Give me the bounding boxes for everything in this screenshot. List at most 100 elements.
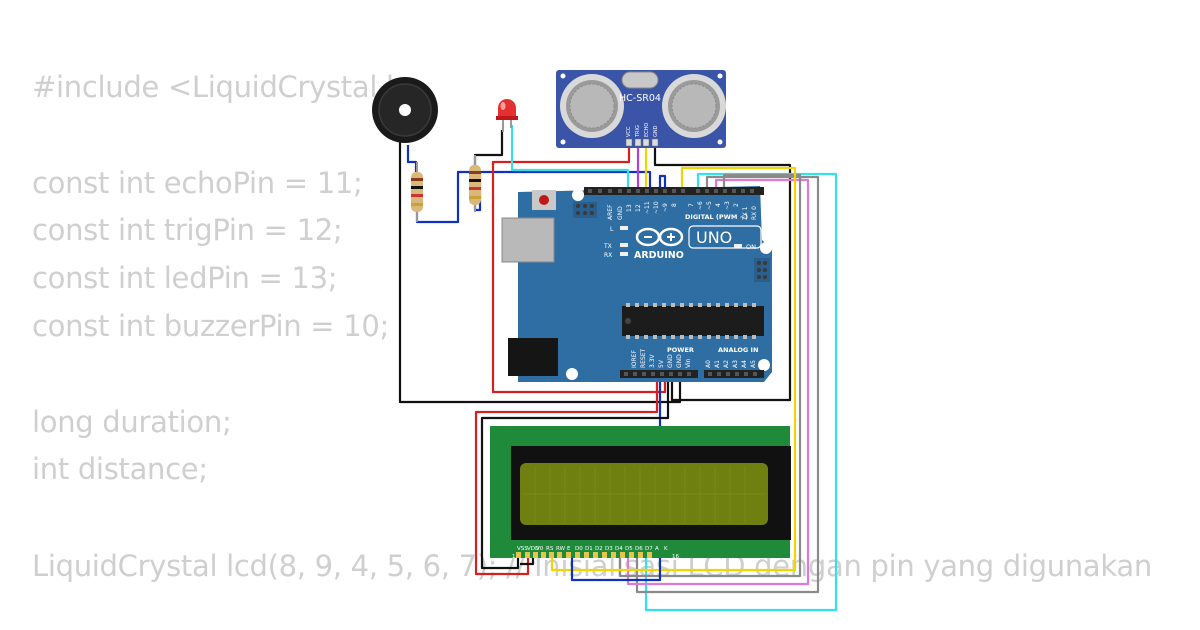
model-badge	[688, 225, 762, 249]
sensor-pin[interactable]	[625, 138, 633, 147]
digital-header-label: DIGITAL (PWM ~)	[685, 213, 748, 221]
power-pin-label: Vin	[685, 358, 692, 368]
sensor-transducer-right	[662, 74, 726, 138]
wire-lcd-d6[interactable]	[635, 175, 820, 594]
lcd-pin-label: VDD	[527, 546, 539, 552]
wire-lcd-vss[interactable]	[480, 378, 670, 570]
status-leds: L TX RX ON	[603, 226, 756, 259]
digital-pin-label: 13	[626, 204, 633, 212]
lcd-pin-label: D5	[625, 546, 633, 552]
digital-pin-label: 7	[688, 203, 695, 207]
lcd-pin-label: A	[655, 546, 659, 552]
lcd-pin-label: K	[664, 546, 668, 552]
power-pin-label: RESET	[640, 348, 647, 368]
sensor-model: HC-SR04	[619, 93, 661, 104]
sensor-pin[interactable]	[634, 138, 642, 147]
mounting-hole	[572, 189, 584, 201]
wire-sensor-gnd[interactable]	[653, 145, 792, 402]
icsp-header-top	[573, 202, 597, 218]
digital-pin-label: ~5	[706, 201, 713, 210]
code-line: int distance;	[32, 452, 208, 486]
arduino-logo	[635, 227, 684, 247]
lcd-pins[interactable]	[516, 552, 652, 558]
code-line: const int ledPin = 13;	[32, 261, 338, 295]
lcd-pin-label: E	[567, 546, 571, 552]
wire-buzzer-resistor[interactable]	[415, 170, 476, 224]
mounting-hole	[566, 368, 578, 380]
wire-lcd-rw[interactable]	[520, 556, 535, 566]
analog-pin-label: A1	[714, 360, 721, 368]
wire-lcd-d4[interactable]	[618, 173, 802, 578]
microcontroller-chip	[622, 303, 764, 339]
arduino-uno[interactable]: AREF GND 13 12 ~11 ~10 ~9 8 7 ~6 ~5 4 ~3…	[501, 186, 772, 382]
lcd-pin-number-last: 16	[672, 554, 679, 560]
resistor-led[interactable]	[469, 155, 481, 212]
sensor-crystal	[621, 71, 659, 89]
wire-lcd-vdd[interactable]	[474, 378, 659, 576]
arduino-brand: ARDUINO	[634, 250, 684, 261]
lcd-pin-label: VSS	[517, 546, 528, 552]
lcd-pin-label: D7	[645, 546, 653, 552]
lcd-pin-label: D0	[575, 546, 583, 552]
led-red[interactable]	[496, 99, 518, 132]
power-jack	[508, 338, 558, 376]
analog-pin-label: A0	[705, 360, 712, 368]
digital-pin-label: 4	[715, 203, 722, 207]
svg-text:ON: ON	[746, 243, 756, 251]
analog-pin-label: A2	[723, 360, 730, 368]
wire-lcd-d7[interactable]	[644, 172, 838, 612]
svg-text:TX: TX	[603, 243, 612, 250]
code-line: const int trigPin = 12;	[32, 213, 343, 247]
lcd-pin-number-first: 1	[512, 554, 516, 560]
sensor-pin-label: GND	[653, 125, 659, 137]
analog-header-label: ANALOG IN	[718, 346, 758, 354]
analog-pin-label: A5	[750, 360, 757, 368]
digital-pin-label: ~10	[653, 201, 660, 214]
digital-pin-label: ~6	[697, 201, 704, 210]
lcd-pin-label: D3	[605, 546, 613, 552]
wire-led-resistor[interactable]	[473, 130, 504, 165]
resistor-buzzer[interactable]	[411, 162, 423, 222]
code-line: const int buzzerPin = 10;	[32, 309, 389, 343]
power-pin-label: GND	[667, 354, 674, 368]
sensor-transducer-left	[560, 74, 624, 138]
wire-sensor-cyan[interactable]	[510, 125, 630, 187]
mounting-hole	[760, 242, 772, 254]
sensor-pin-label: ECHO	[644, 123, 650, 137]
code-line: long duration;	[32, 405, 232, 439]
buzzer[interactable]	[372, 77, 438, 143]
analog-header	[704, 370, 764, 378]
digital-pin-label: RX 0	[751, 206, 758, 220]
digital-pin-label: ~9	[662, 203, 669, 212]
lcd-pin-label: D6	[635, 546, 643, 552]
icsp-header-right	[754, 258, 770, 282]
sensor-pin-label: TRIG	[635, 125, 641, 138]
lcd-module[interactable]: VSS VDD V0 RS RW E D0 D1 D2 D3 D4 D5 D6 …	[490, 426, 791, 560]
svg-text:RX: RX	[604, 252, 612, 259]
power-pin-label: 3.3V	[649, 353, 656, 368]
digital-pin-label: AREF	[607, 204, 614, 220]
sensor-pin[interactable]	[651, 138, 659, 147]
wire-lcd-rs[interactable]	[550, 166, 797, 572]
analog-pin-label: A3	[732, 360, 739, 368]
analog-pin-label: A4	[741, 360, 748, 368]
lcd-pin-label: RS	[546, 546, 554, 552]
ultrasonic-sensor[interactable]: HC-SR04 VCC TRIG ECHO GND	[556, 70, 726, 148]
power-header-label: POWER	[667, 346, 694, 354]
digital-pin-label: GND	[617, 206, 624, 220]
lcd-pin-label: D4	[615, 546, 623, 552]
wire-sensor-vcc[interactable]	[491, 145, 667, 394]
digital-pin-label: 12	[635, 204, 642, 212]
wire-buzzer-gnd[interactable]	[398, 130, 682, 404]
sensor-pin[interactable]	[642, 138, 650, 147]
digital-pin-label: ~11	[644, 201, 651, 214]
usb-port	[501, 217, 555, 263]
wire-buzzer-signal[interactable]	[406, 145, 418, 172]
power-pin-label: 5V	[658, 359, 665, 368]
sensor-pin-label: VCC	[626, 126, 632, 137]
lcd-pin-label: V0	[536, 546, 544, 552]
power-pin-label: GND	[676, 354, 683, 368]
digital-pin-label: 2	[733, 203, 740, 207]
